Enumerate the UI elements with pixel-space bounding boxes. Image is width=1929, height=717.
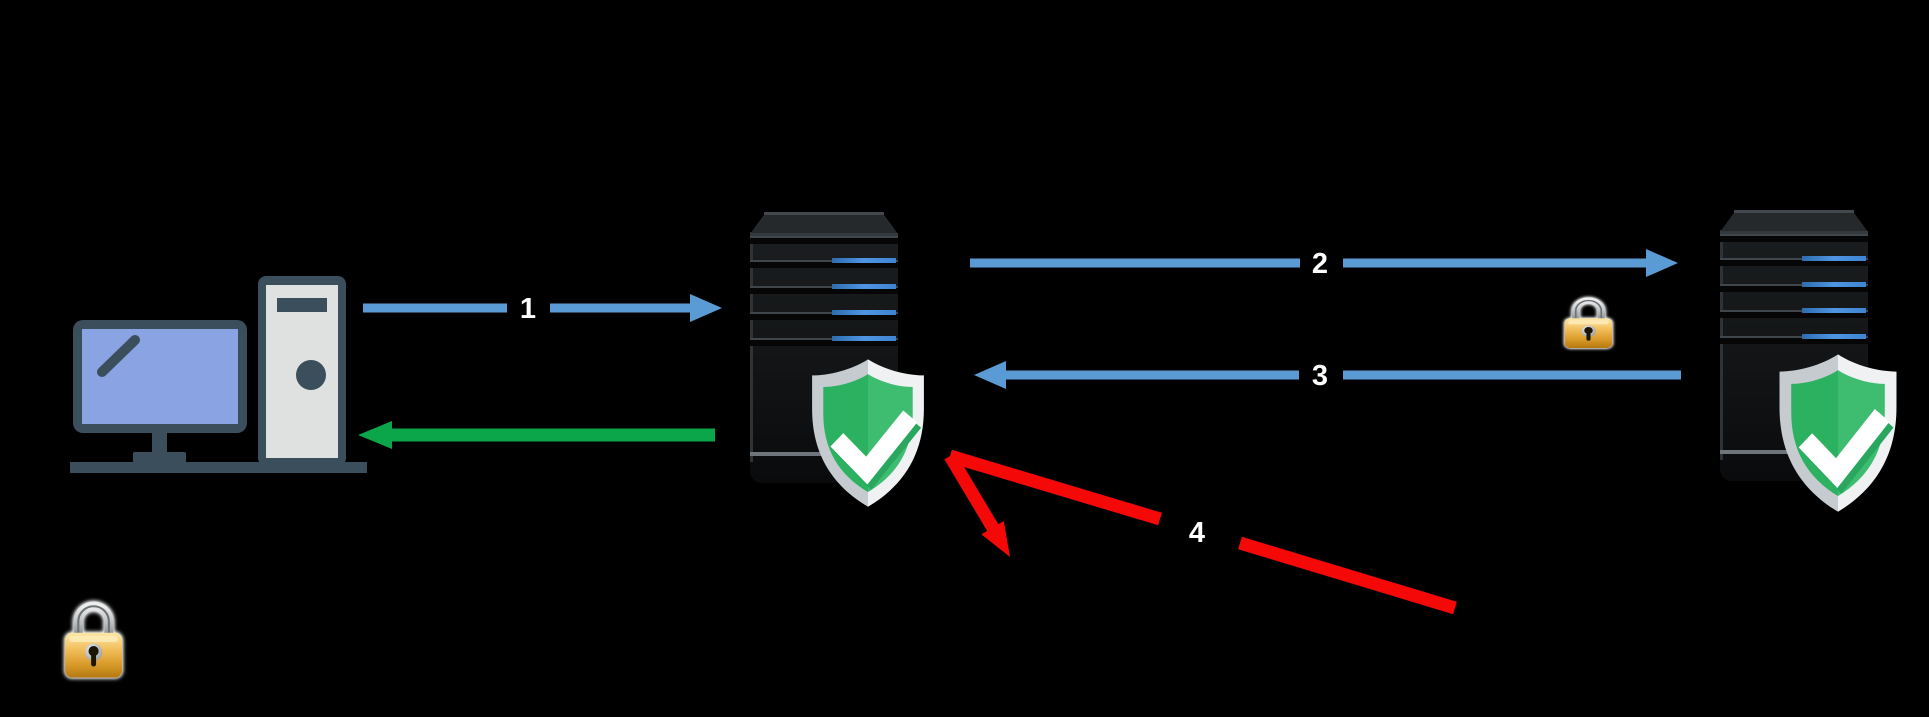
step-1-label: 1 [520,293,536,325]
step-4-arrow [944,449,1457,615]
tower-drive-slot [277,298,327,312]
monitor-screen [82,329,238,424]
validated-response-arrow [358,421,715,449]
step-4-label: 4 [1189,517,1205,549]
step-2-label: 2 [1312,248,1328,280]
monitor-stand [152,431,167,455]
tower-power-button [296,360,326,390]
screen-glare [97,335,140,377]
client-computer-icon [70,276,367,473]
step-2-arrow [970,249,1678,277]
desk-line [70,462,367,473]
step-3-label: 3 [1312,360,1328,392]
step-1-arrow [363,294,722,322]
step-3-arrow [974,361,1681,389]
